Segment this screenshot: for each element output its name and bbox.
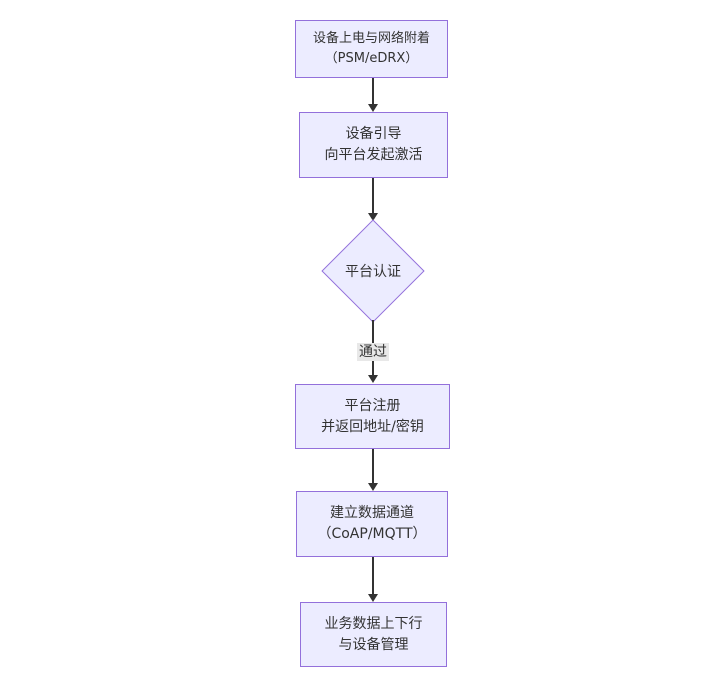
- arrow-down-icon: [368, 213, 378, 221]
- node-platform-register: 平台注册 并返回地址/密钥: [295, 384, 450, 449]
- node-data-channel: 建立数据通道 （CoAP/MQTT）: [296, 491, 448, 557]
- node-label-line: 与设备管理: [338, 636, 409, 653]
- node-label-line: 业务数据上下行: [324, 615, 423, 632]
- edge-label-pass: 通过: [357, 343, 389, 361]
- node-label-line: 平台认证: [345, 264, 401, 280]
- node-label-line: （CoAP/MQTT）: [317, 526, 427, 542]
- node-power-network-attach: 设备上电与网络附着 （PSM/eDRX）: [295, 20, 448, 78]
- node-device-bootstrap: 设备引导 向平台发起激活: [299, 112, 448, 178]
- node-label-line: 向平台发起激活: [324, 147, 423, 163]
- decision-platform-auth: 平台认证: [321, 219, 425, 323]
- arrow-down-icon: [368, 483, 378, 491]
- node-label-line: （PSM/eDRX）: [324, 51, 419, 66]
- edge-e-f: [372, 557, 374, 594]
- edge-b-c: [372, 178, 374, 214]
- node-label-line: 设备上电与网络附着: [312, 31, 430, 46]
- node-label-line: 并返回地址/密钥: [321, 418, 424, 435]
- arrow-down-icon: [368, 594, 378, 602]
- node-label-line: 建立数据通道: [330, 505, 414, 521]
- arrow-down-icon: [368, 375, 378, 383]
- edge-d-e: [372, 449, 374, 483]
- node-label-line: 设备引导: [345, 126, 402, 142]
- arrow-down-icon: [368, 104, 378, 112]
- edge-a-b: [372, 78, 374, 105]
- node-label-line: 平台注册: [344, 397, 401, 414]
- node-business-data: 业务数据上下行 与设备管理: [300, 602, 447, 667]
